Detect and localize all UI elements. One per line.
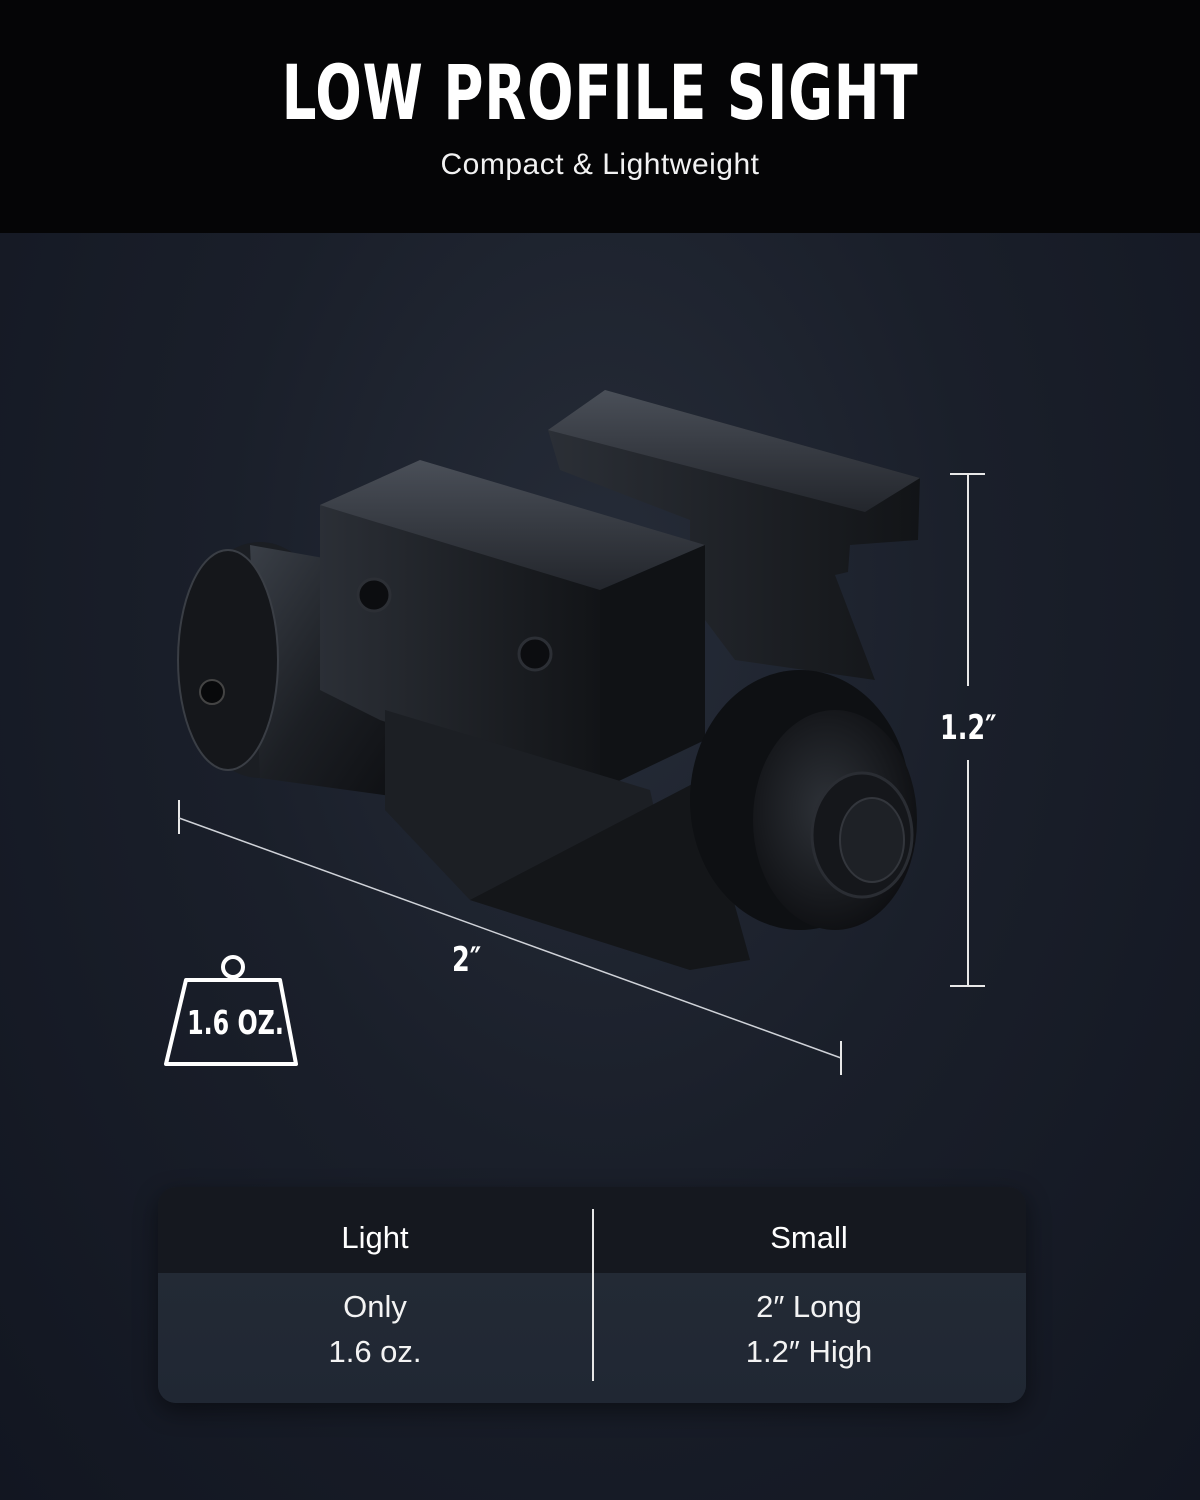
laser-sight-image: [177, 390, 920, 970]
header-banner: LOW PROFILE SIGHT Compact & Lightweight: [0, 0, 1200, 233]
page-title: LOW PROFILE SIGHT: [281, 48, 919, 137]
spec-title-light: Light: [341, 1220, 409, 1255]
weight-icon: [164, 955, 298, 1066]
spec-column-light: Light Only 1.6 oz.: [158, 1187, 592, 1403]
height-line-bottom: [967, 760, 969, 986]
spec-value-light-line1: Only: [343, 1289, 407, 1324]
height-tick-bottom: [950, 985, 985, 987]
pressure-button: [839, 797, 905, 883]
spec-title-small: Small: [770, 1220, 848, 1255]
spec-column-small: Small 2″ Long 1.2″ High: [592, 1187, 1026, 1403]
spec-value-light-line2: 1.6 oz.: [328, 1334, 422, 1369]
spec-table: Light Only 1.6 oz. Small 2″ Long 1.2″ Hi…: [158, 1187, 1026, 1403]
height-label: 1.2″: [940, 708, 997, 748]
spec-value-small-line2: 1.2″ High: [745, 1334, 873, 1369]
spec-divider: [592, 1209, 594, 1381]
set-screw: [199, 679, 225, 705]
length-label: 2″: [452, 940, 482, 980]
height-line-top: [967, 474, 969, 686]
page-subtitle: Compact & Lightweight: [440, 148, 760, 181]
spec-value-small-line1: 2″ Long: [756, 1289, 862, 1324]
weight-label: 1.6 OZ.: [187, 1003, 284, 1042]
